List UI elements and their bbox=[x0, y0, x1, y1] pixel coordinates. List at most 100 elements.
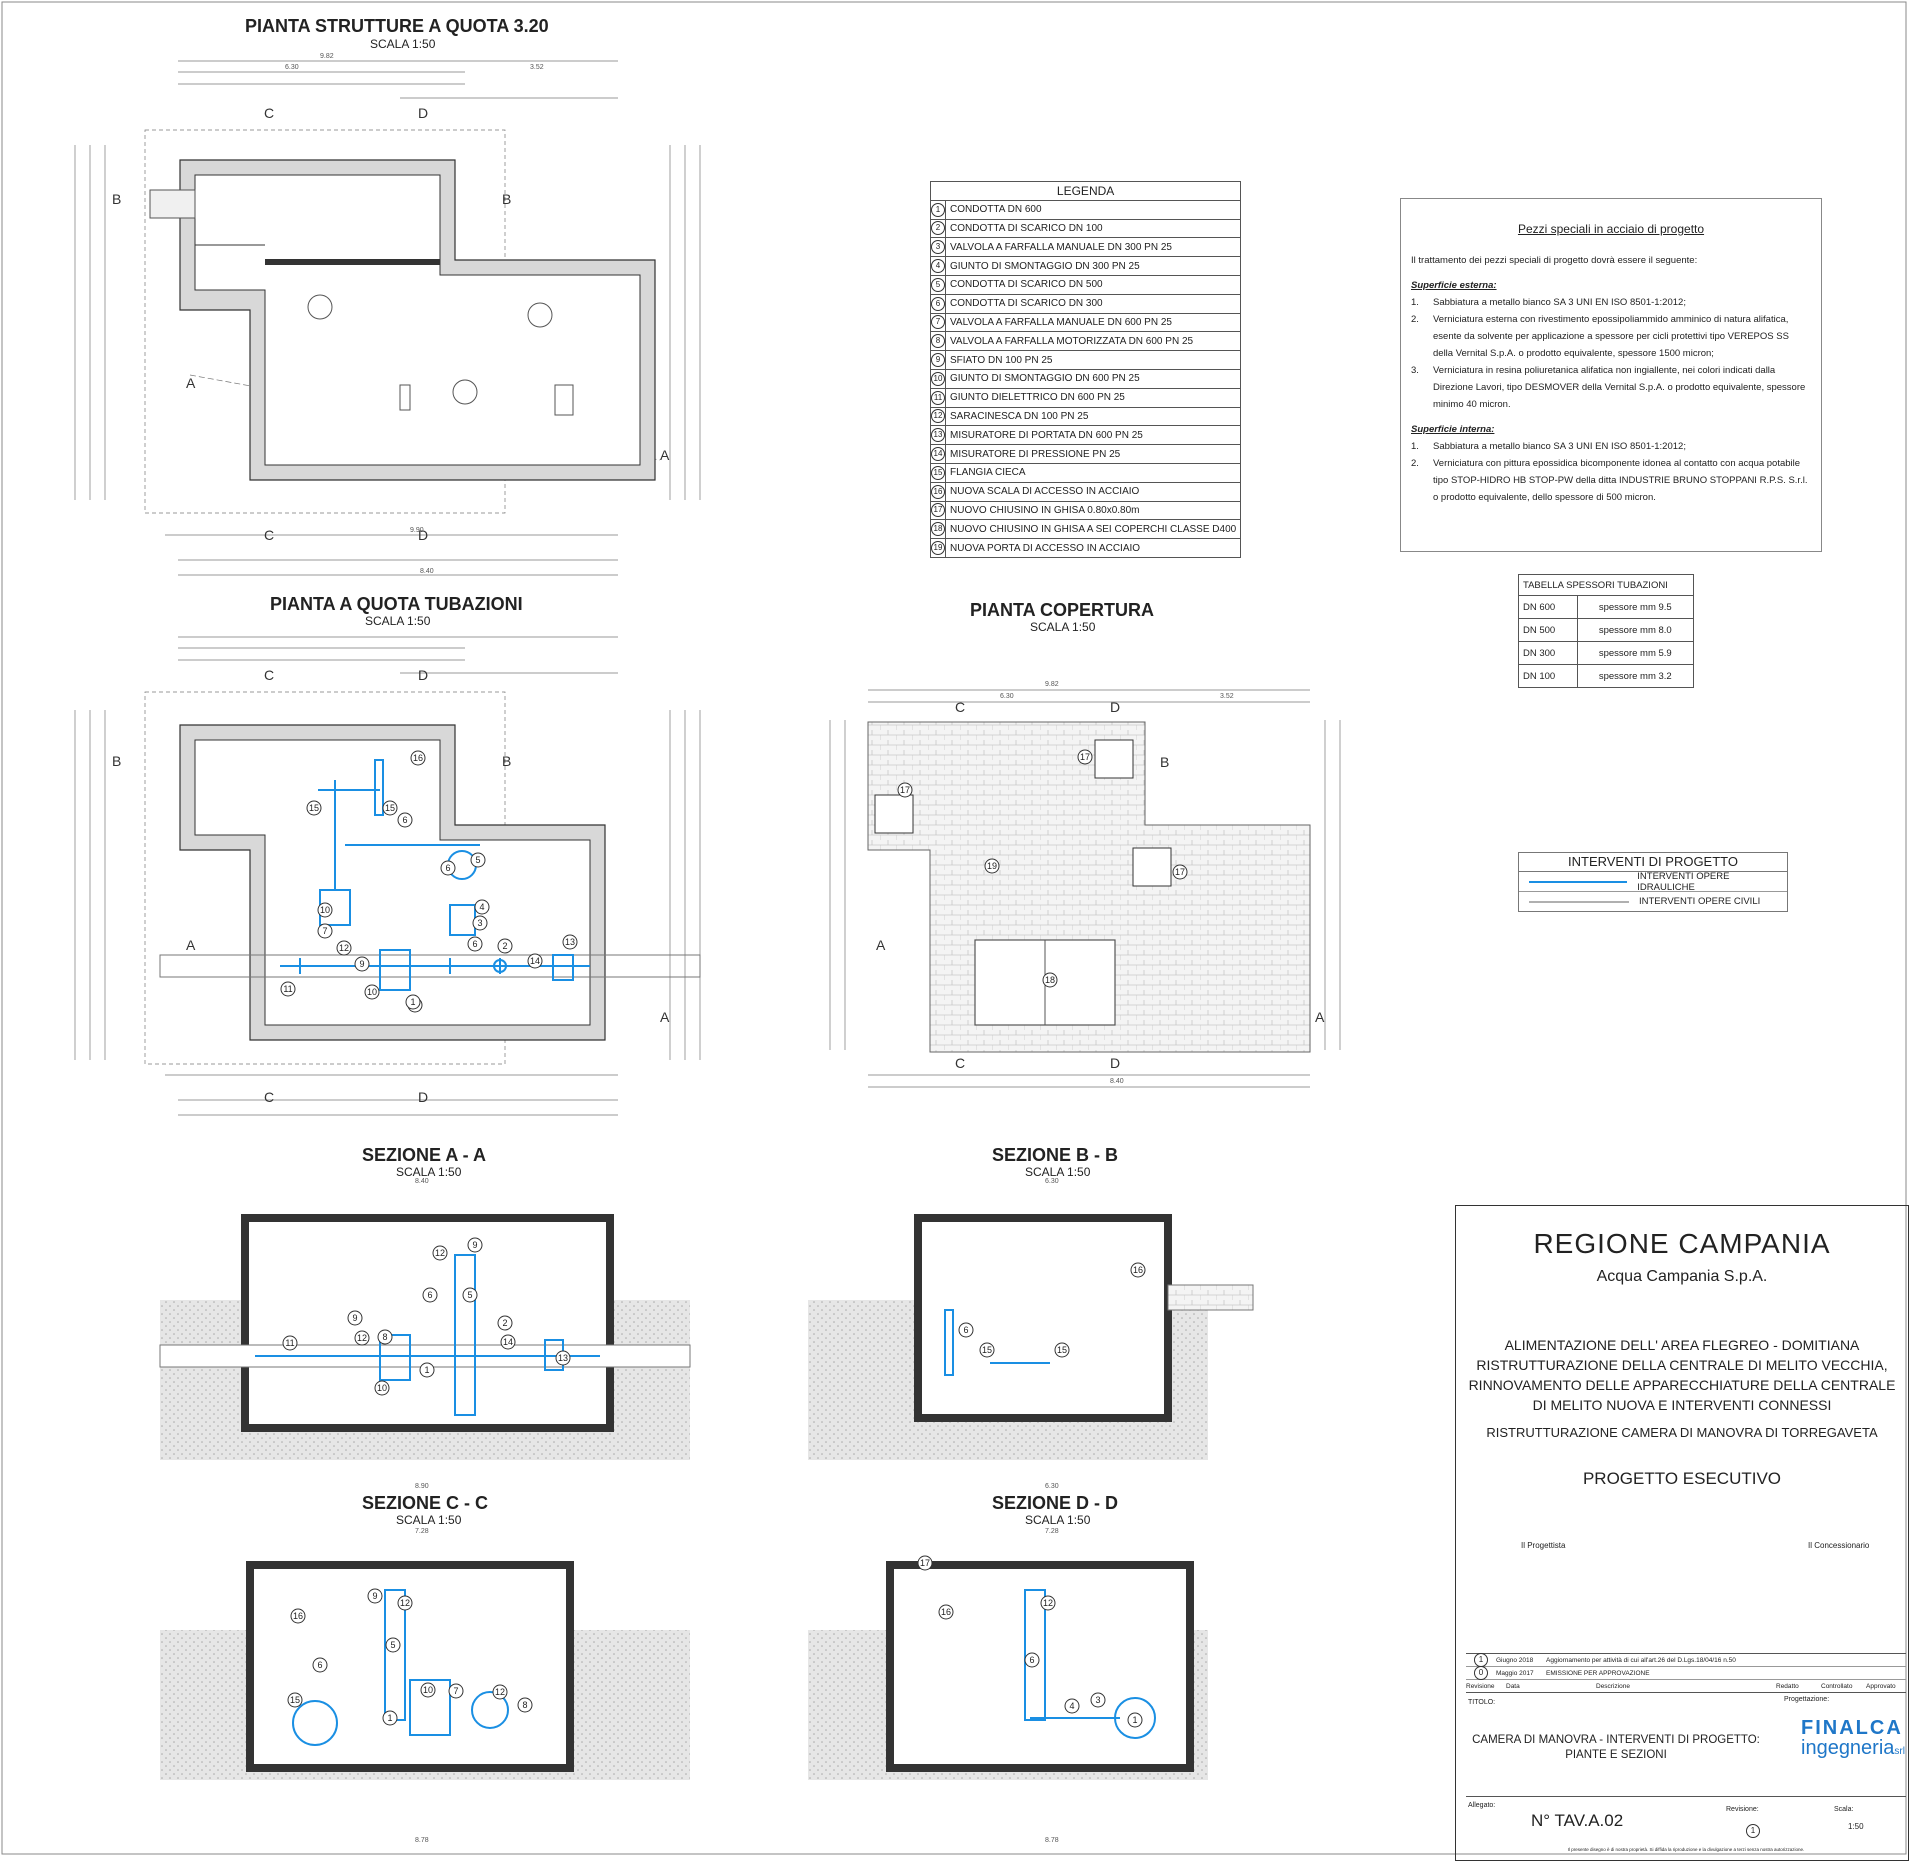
section-label: 16 bbox=[938, 1604, 954, 1620]
title-plan-roof: PIANTA COPERTURA bbox=[970, 600, 1154, 620]
legend-text: SARACINESCA DN 100 PN 25 bbox=[944, 406, 1242, 427]
legend-number: 14 bbox=[931, 447, 945, 462]
tb-project-line-3: RINNOVAMENTO DELLE APPARECCHIATURE DELLA… bbox=[1468, 1377, 1896, 1393]
legend-text: CONDOTTA DN 600 bbox=[944, 199, 1242, 220]
section-label: 12 bbox=[397, 1595, 413, 1611]
legend-text: NUOVO CHIUSINO IN GHISA A SEI COPERCHI C… bbox=[944, 519, 1242, 540]
rev-circle: 1 bbox=[1474, 1653, 1488, 1667]
steel-treatment-notes: Pezzi speciali in acciaio di progetto Il… bbox=[1400, 198, 1822, 552]
bb-dim-bottom: 6.30 bbox=[1045, 1483, 1059, 1490]
roof-label: 17 bbox=[1077, 749, 1093, 765]
roof-label: 18 bbox=[1042, 972, 1058, 988]
plan-callout: 6 bbox=[440, 860, 456, 876]
svg-text:5: 5 bbox=[475, 855, 480, 865]
notes-title: Pezzi speciali in acciaio di progetto bbox=[1517, 222, 1705, 236]
tb-subject: RISTRUTTURAZIONE CAMERA DI MANOVRA DI TO… bbox=[1486, 1425, 1878, 1440]
rev-desc: EMISSIONE PER APPROVAZIONE bbox=[1546, 1669, 1650, 1677]
svg-text:12: 12 bbox=[1043, 1598, 1053, 1608]
legend-number: 1 bbox=[931, 202, 945, 217]
section-label: 4 bbox=[1064, 1698, 1080, 1714]
notes-external-2: 2.Verniciatura esterna con rivestimento … bbox=[1411, 314, 1789, 359]
svg-text:16: 16 bbox=[1133, 1265, 1143, 1275]
title-section-aa: SEZIONE A - A bbox=[362, 1145, 487, 1165]
plan-callout: 5 bbox=[470, 852, 486, 868]
svg-text:2: 2 bbox=[502, 1318, 507, 1328]
section-label: 6 bbox=[1024, 1652, 1040, 1668]
legend-number: 16 bbox=[931, 484, 945, 499]
section-label: 9 bbox=[467, 1237, 483, 1253]
notes-internal-2: 2.Verniciatura con pittura epossidica bi… bbox=[1411, 458, 1808, 503]
pipes-marker-d-top: D bbox=[418, 667, 428, 683]
legend-text: GIUNTO DI SMONTAGGIO DN 600 PN 25 bbox=[944, 368, 1242, 389]
legend-number: 8 bbox=[931, 334, 945, 349]
svg-text:16: 16 bbox=[941, 1607, 951, 1617]
svg-text:12: 12 bbox=[339, 943, 349, 953]
plan-callout: 13 bbox=[562, 934, 578, 950]
section-label: 6 bbox=[958, 1322, 974, 1338]
pipes-marker-c-bottom: C bbox=[264, 1089, 274, 1105]
roof-marker-d-bottom: D bbox=[1110, 1055, 1120, 1071]
section-label: 5 bbox=[462, 1287, 478, 1303]
svg-text:17: 17 bbox=[920, 1558, 930, 1568]
dim-inner: 8.40 bbox=[420, 568, 434, 575]
section-label: 17 bbox=[917, 1555, 933, 1571]
roof-marker-a-right: A bbox=[1315, 1009, 1325, 1025]
svg-text:8: 8 bbox=[522, 1700, 527, 1710]
legend-number: 19 bbox=[931, 541, 945, 556]
tb-revisions: 1 Giugno 2018 Aggiornamento per attività… bbox=[1466, 1653, 1906, 1693]
svg-text:18: 18 bbox=[1045, 975, 1055, 985]
legend-number: 13 bbox=[931, 428, 945, 443]
section-label: 12 bbox=[432, 1245, 448, 1261]
title-plan-pipes: PIANTA A QUOTA TUBAZIONI bbox=[270, 594, 523, 614]
section-label: 1 bbox=[419, 1362, 435, 1378]
svg-text:12: 12 bbox=[495, 1687, 505, 1697]
dim-right: 3.52 bbox=[530, 64, 544, 71]
roof-marker-a-left: A bbox=[876, 937, 886, 953]
plan-roof-drawing: C D C D B A A 9.82 6.30 3.52 8.40 171719… bbox=[829, 681, 1341, 1088]
pipes-marker-a-right: A bbox=[660, 1009, 670, 1025]
roof-label: 17 bbox=[1172, 864, 1188, 880]
legend-text: GIUNTO DIELETTRICO DN 600 PN 25 bbox=[944, 387, 1242, 408]
section-label: 5 bbox=[385, 1637, 401, 1653]
svg-text:9: 9 bbox=[352, 1313, 357, 1323]
plan-callout: 9 bbox=[354, 956, 370, 972]
scale-section-bb: SCALA 1:50 bbox=[1025, 1165, 1091, 1179]
dim-left: 6.30 bbox=[285, 64, 299, 71]
svg-text:12: 12 bbox=[435, 1248, 445, 1258]
section-label: 10 bbox=[420, 1682, 436, 1698]
svg-text:8: 8 bbox=[382, 1332, 387, 1342]
cc-dim-top: 7.28 bbox=[415, 1528, 429, 1535]
scale-section-aa: SCALA 1:50 bbox=[396, 1165, 462, 1179]
section-label: 9 bbox=[347, 1310, 363, 1326]
legend-number: 11 bbox=[931, 390, 945, 405]
plan-callout: 15 bbox=[306, 800, 322, 816]
svg-text:2: 2 bbox=[502, 941, 507, 951]
legend-text: SFIATO DN 100 PN 25 bbox=[944, 350, 1242, 370]
marker-d-bottom: D bbox=[418, 527, 428, 543]
svg-text:12: 12 bbox=[357, 1333, 367, 1343]
legend-title: LEGENDA bbox=[929, 181, 1242, 201]
bb-dim-top: 6.30 bbox=[1045, 1178, 1059, 1185]
svg-text:1: 1 bbox=[1132, 1715, 1137, 1725]
tb-scale: 1:50 bbox=[1848, 1822, 1864, 1831]
section-label: 15 bbox=[287, 1692, 303, 1708]
notes-external-3: 3.Verniciatura in resina poliuretanica a… bbox=[1411, 365, 1806, 410]
roof-marker-c-top: C bbox=[955, 699, 965, 715]
svg-text:10: 10 bbox=[423, 1685, 433, 1695]
tb-phase: PROGETTO ESECUTIVO bbox=[1582, 1469, 1782, 1488]
legend-text: GIUNTO DI SMONTAGGIO DN 300 PN 25 bbox=[944, 256, 1242, 276]
title-plan-structures: PIANTA STRUTTURE A QUOTA 3.20 bbox=[245, 16, 549, 36]
tb-attachment: N° TAV.A.02 bbox=[1531, 1811, 1624, 1830]
scale-plan-structures: SCALA 1:50 bbox=[370, 37, 436, 51]
